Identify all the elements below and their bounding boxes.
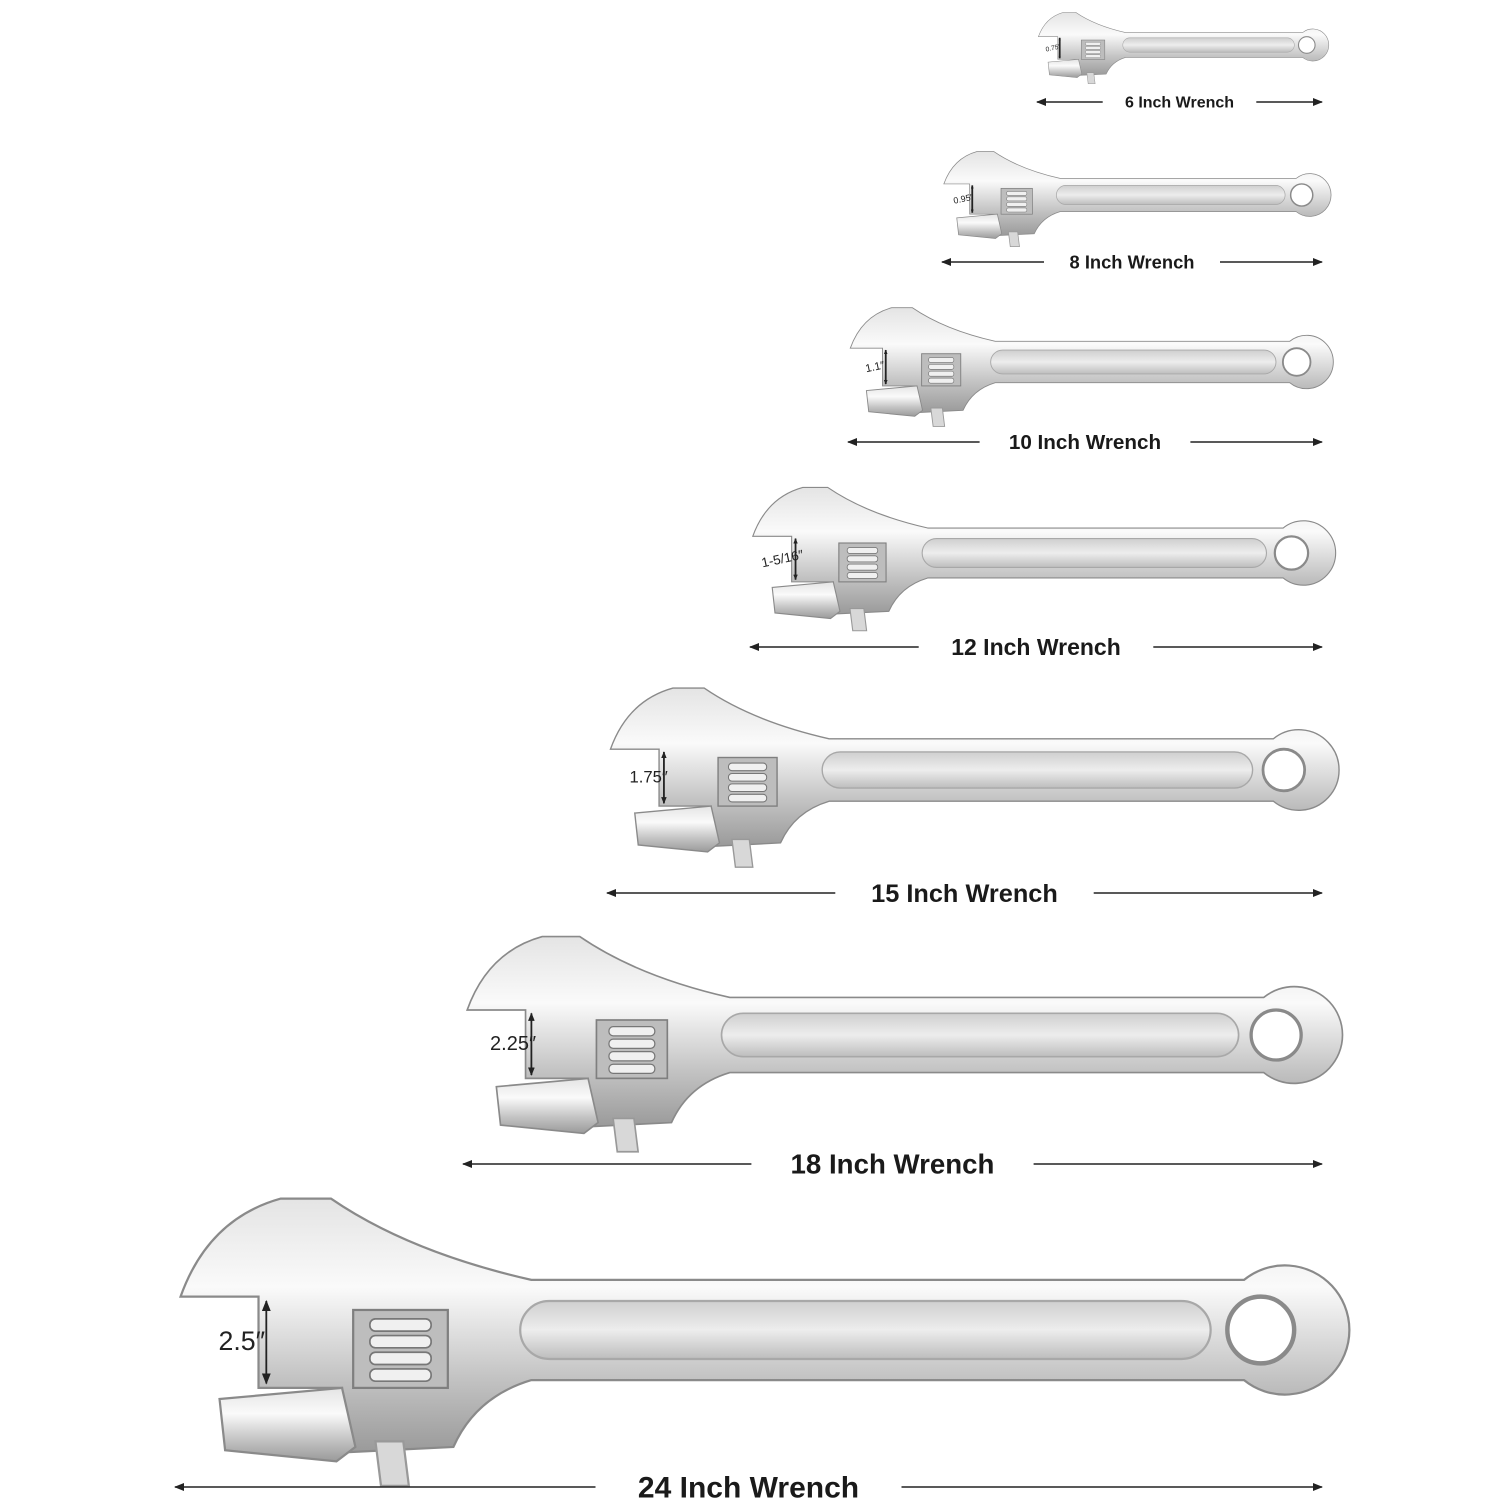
wrench-size-label: 24 Inch Wrench — [638, 1472, 859, 1500]
worm-gear[interactable] — [921, 353, 962, 387]
jaw-capacity-label: 2.25″ — [490, 1033, 536, 1055]
hang-hole — [1273, 535, 1310, 571]
lower-jaw — [865, 385, 924, 417]
wrench-item: 0.95″ 8 Inch Wrench — [941, 151, 1332, 272]
jaw-capacity-label: 1.1″ — [864, 359, 885, 375]
handle-groove — [720, 1012, 1240, 1058]
lower-jaw — [771, 581, 841, 620]
worm-screw-tip — [374, 1440, 411, 1488]
adjustable-wrench: 0.75″ — [1037, 12, 1330, 85]
worm-screw-tip — [1007, 231, 1020, 248]
adjustable-wrench: 2.25″ — [465, 935, 1344, 1153]
wrench-size-label: 15 Inch Wrench — [871, 880, 1058, 908]
wrench-size-label: 12 Inch Wrench — [951, 634, 1121, 660]
lower-jaw — [495, 1077, 600, 1135]
jaw-capacity-label: 0.95″ — [953, 192, 975, 206]
wrench-item: 1.1″ 10 Inch Wrench — [847, 307, 1334, 454]
lower-jaw — [956, 213, 1003, 239]
jaw-capacity-label: 2.5″ — [219, 1326, 266, 1356]
handle-groove — [1055, 185, 1286, 205]
wrench-item: 0.75″ 6 Inch Wrench — [1036, 12, 1330, 112]
wrench-size-label: 18 Inch Wrench — [791, 1149, 995, 1180]
lower-jaw — [218, 1386, 357, 1463]
wrench-size-label: 6 Inch Wrench — [1125, 95, 1234, 112]
adjustable-wrench: 0.95″ — [943, 151, 1332, 248]
worm-gear[interactable] — [595, 1019, 669, 1080]
handle-groove — [1122, 37, 1295, 53]
handle-groove — [519, 1299, 1212, 1361]
wrench-item: 1-5/16″12 Inch Wrench — [749, 486, 1337, 660]
worm-gear[interactable] — [1000, 187, 1033, 215]
wrench-size-label: 10 Inch Wrench — [1009, 431, 1161, 454]
hang-hole — [1261, 747, 1307, 793]
worm-screw-tip — [930, 407, 946, 427]
adjustable-wrench: 2.5″ — [178, 1197, 1351, 1488]
wrench-size-label: 8 Inch Wrench — [1070, 251, 1195, 272]
hang-hole — [1249, 1008, 1303, 1062]
worm-screw-tip — [612, 1117, 640, 1153]
jaw-capacity-label: 1.75″ — [629, 767, 667, 786]
worm-screw-tip — [849, 607, 868, 632]
lower-jaw — [634, 805, 721, 853]
wrench-item: 2.5″ 24 Inch Wrench — [174, 1197, 1351, 1500]
lower-jaw — [1047, 59, 1083, 78]
hang-hole — [1281, 347, 1312, 377]
hang-hole — [1225, 1294, 1297, 1366]
adjustable-wrench: 1.75″ — [609, 687, 1340, 868]
handle-groove — [990, 349, 1277, 375]
adjustable-wrench: 1-5/16″ — [751, 486, 1337, 632]
wrench-item: 1.75″ 15 Inch Wrench — [606, 687, 1340, 908]
hang-hole — [1297, 36, 1316, 54]
worm-screw-tip — [1086, 72, 1096, 85]
worm-gear[interactable] — [1080, 39, 1106, 60]
worm-gear[interactable] — [717, 756, 778, 807]
worm-gear[interactable] — [352, 1308, 449, 1390]
worm-gear[interactable] — [838, 542, 887, 583]
worm-screw-tip — [731, 838, 754, 868]
wrench-item: 2.25″ 18 Inch Wrench — [462, 935, 1344, 1180]
jaw-capacity-label: 0.75″ — [1045, 43, 1062, 53]
handle-groove — [821, 751, 1254, 789]
handle-groove — [921, 538, 1268, 568]
hang-hole — [1289, 183, 1314, 207]
adjustable-wrench: 1.1″ — [849, 307, 1334, 427]
